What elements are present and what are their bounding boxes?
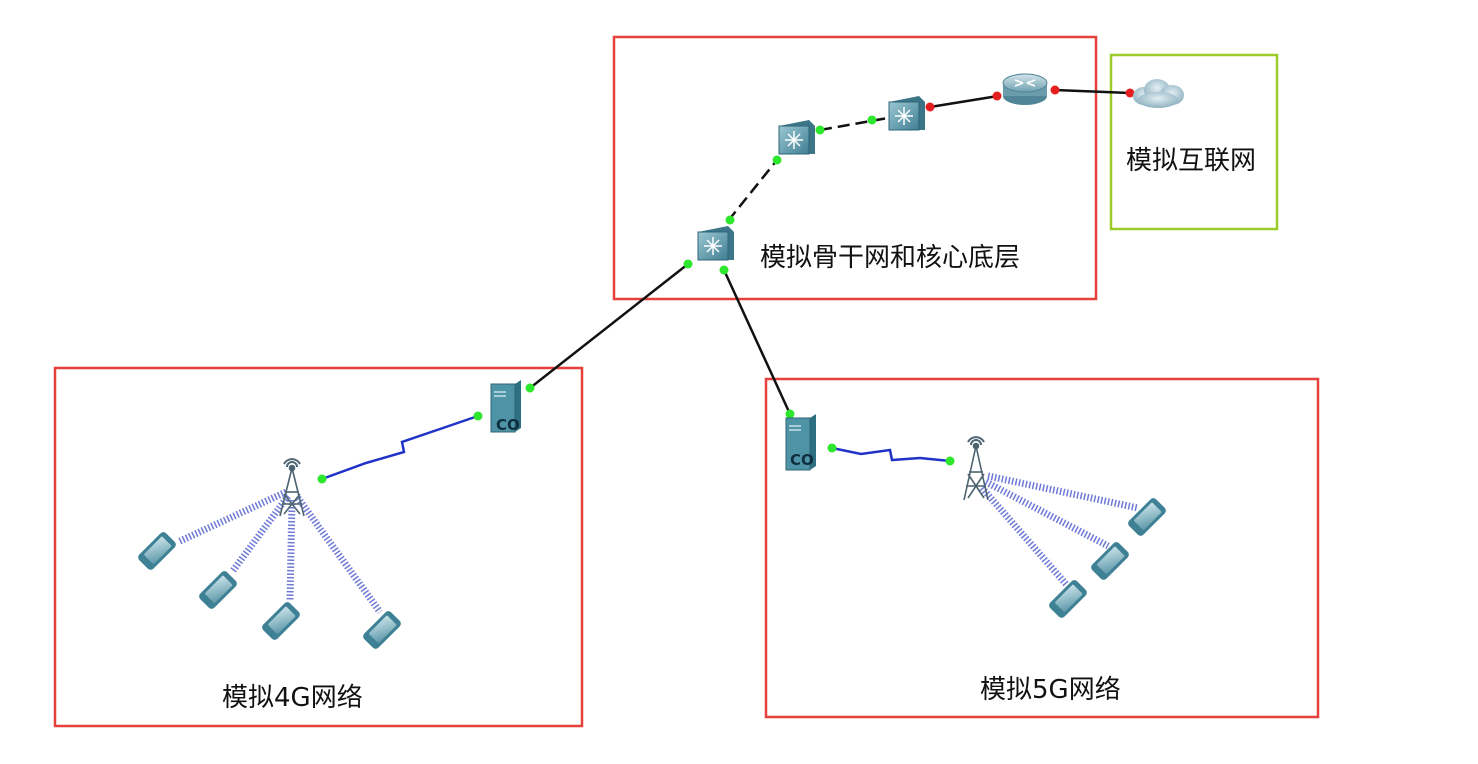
smartphone-icon[interactable] [1047,578,1088,619]
core-region-box [612,35,1098,301]
link-switch3-router [929,94,999,109]
co-label: CO [496,416,520,434]
cell-tower-icon[interactable] [963,436,989,501]
central-office-server-icon[interactable]: CO [490,380,521,434]
multilayer-switch-icon[interactable] [697,226,734,261]
wireless-links-5g [979,472,1139,587]
link-switch1-co5g [722,269,792,415]
serial-link-co5g-tower [831,446,951,463]
net5g-region-label: 模拟5G网络 [980,675,1121,705]
link-switch2-switch3 [819,116,889,132]
cloud-icon[interactable] [1133,79,1184,108]
port-up [683,259,693,269]
net4g-region-box [53,366,584,728]
router-icon[interactable] [1002,73,1048,105]
internet-region-label: 模拟互联网 [1126,146,1257,176]
port-up [719,265,729,275]
port-up [785,409,795,419]
port-up [815,125,825,135]
port-up [317,474,327,484]
port-up [525,383,535,393]
port-down [1050,85,1060,95]
core-region-label: 模拟骨干网和核心底层 [760,243,1021,273]
central-office-server-icon[interactable]: CO [785,414,816,471]
smartphone-icon[interactable] [361,609,402,650]
multilayer-switch-icon[interactable] [888,96,925,131]
port-down [992,91,1002,101]
port-down [925,102,935,112]
smartphone-icon[interactable] [1089,540,1130,581]
port-up [725,215,735,225]
port-down [1125,88,1135,98]
port-up [827,443,837,453]
link-router-cloud [1054,88,1131,95]
net4g-region-label: 模拟4G网络 [222,683,363,713]
port-up [945,456,955,466]
serial-link-co4g-tower [321,414,479,481]
smartphone-icon[interactable] [197,569,238,610]
co-label: CO [790,451,814,469]
port-up [473,411,483,421]
net5g-region-box [764,377,1320,719]
port-up [772,155,782,165]
port-indicators [317,85,1135,484]
link-switch1-co4g [529,263,689,389]
cell-tower-icon[interactable] [279,458,305,517]
smartphone-icon[interactable] [136,530,177,571]
port-up [867,115,877,125]
link-switch1-switch2 [727,159,778,222]
smartphone-icon[interactable] [1126,496,1167,537]
smartphone-icon[interactable] [260,600,301,641]
multilayer-switch-icon[interactable] [778,120,815,155]
internet-region-box [1109,53,1279,231]
wireless-links-4g [176,488,383,615]
links [176,88,1139,615]
